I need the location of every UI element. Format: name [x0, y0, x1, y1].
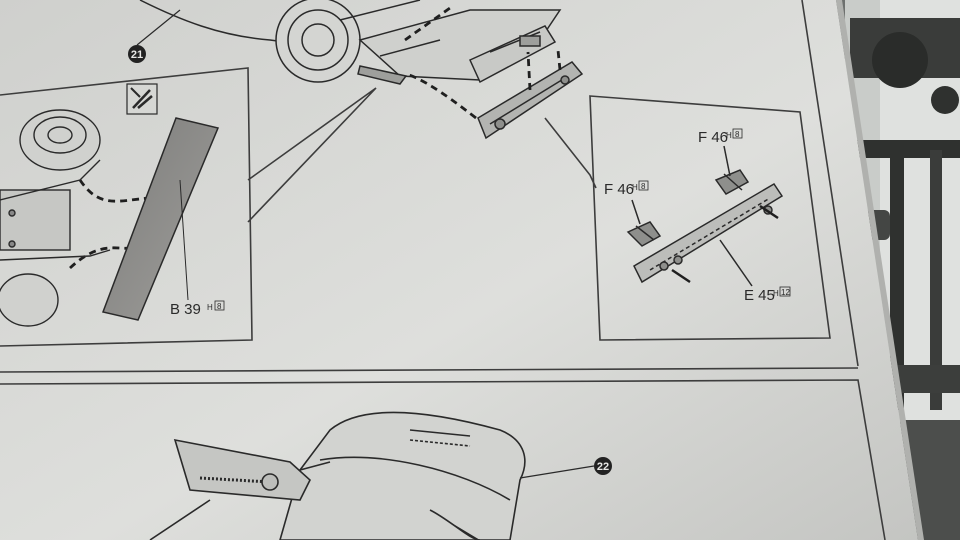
part-b39-sprue: 8: [217, 302, 222, 311]
part-f46-right-code: F 46: [698, 129, 728, 146]
step-frames: [0, 0, 886, 540]
part-f46-left-sprue: 8: [641, 182, 646, 191]
rear-bumper-part: [477, 61, 584, 140]
step-21-label: 21: [131, 49, 143, 61]
part-f46-right-illustration: [714, 145, 750, 195]
part-e45-sprue: 12: [781, 288, 790, 297]
part-label-e45: E 45 H 12: [744, 286, 790, 304]
part-label-b39: B 39 H 8: [170, 300, 225, 318]
part-f46-left-code: F 46: [604, 181, 634, 198]
instruction-sheet: [0, 0, 924, 540]
part-b39-illustration: [101, 117, 220, 321]
step-22-number: 22: [594, 457, 612, 475]
step-21-number: 21: [128, 9, 181, 63]
part-e45-illustration: [633, 182, 784, 287]
part-f46-right-sprue: 8: [735, 130, 740, 139]
hood-illustration: [149, 411, 595, 540]
step-22-label: 22: [597, 461, 609, 473]
part-f46-right-h-prefix: H: [726, 131, 732, 140]
car-underside-illustration: [139, 0, 562, 85]
part-label-f46-right: F 46 H 8: [698, 128, 743, 146]
part-b39-h-prefix: H: [207, 303, 213, 312]
part-e45-h-prefix: H: [773, 289, 779, 298]
part-b39-code: B 39: [170, 301, 201, 318]
part-label-f46-left: F 46 H 8: [604, 180, 649, 198]
part-f46-left-h-prefix: H: [632, 183, 638, 192]
part-f46-left-illustration: [626, 199, 662, 247]
part-e45-code: E 45: [744, 287, 775, 304]
cement-icon: [126, 83, 158, 115]
front-wheel-assembly: [0, 109, 111, 327]
